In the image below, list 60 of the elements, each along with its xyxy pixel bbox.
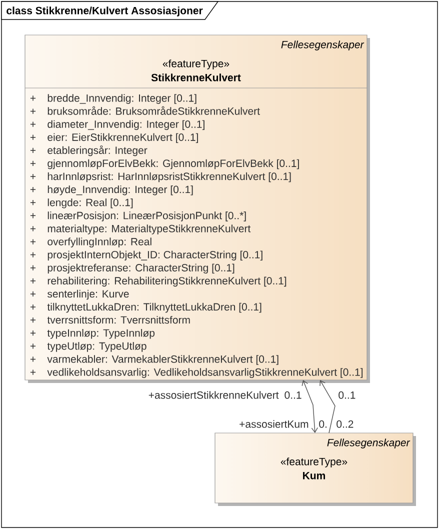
attribute-text: bredde_Innvendig: Integer [0..1] (48, 94, 196, 104)
visibility-marker: + (30, 200, 36, 206)
visibility-marker: + (30, 370, 36, 375)
attribute-text: høyde_Innvendig: Integer [0..1] (48, 185, 193, 196)
attribute-text: overfyllingInnløp: Real (48, 238, 152, 248)
visibility-marker: + (30, 134, 36, 140)
class-box (24, 34, 370, 383)
attribute-text: tverrsnittsform: Tverrsnittsform (47, 316, 190, 324)
attribute-text: lengde: Real [0..1] (48, 198, 133, 208)
attribute-text: bruksområde: BruksområdeStikkrenneKulvert (48, 106, 260, 115)
association-line (302, 380, 318, 433)
visibility-marker: + (30, 148, 36, 153)
attribute-text: etableringsår: Integer (48, 145, 148, 156)
visibility-marker: + (30, 239, 36, 244)
attribute-text: varmekabler: VarmekablerStikkrenneKulvert [0..1] (47, 355, 278, 365)
visibility-marker: + (30, 291, 36, 297)
package-name: Fellesegenskaper (327, 438, 410, 448)
visibility-marker: + (30, 265, 36, 270)
visibility-marker: + (30, 108, 36, 114)
role-name: +assosiertKum (240, 420, 308, 428)
association-line (320, 380, 336, 434)
visibility-marker: + (30, 226, 36, 232)
visibility-marker: + (30, 330, 36, 336)
attribute-text: lineærPosisjon: LineærPosisjonPunkt [0..*] (48, 212, 246, 222)
stereotype: «featureType» (280, 458, 348, 468)
attribute-text: eier: EierStikkrenneKulvert [0..1] (48, 133, 198, 144)
attribute-text: senterlinje: Kurve (48, 290, 129, 300)
attribute-text: diameter_Innvendig: Integer [0..1] (48, 120, 204, 130)
visibility-marker: + (30, 122, 36, 127)
visibility-marker: + (30, 213, 36, 218)
attribute-text: harInnløpsrist: HarInnløpsristStikkrenneKulvert [0..1] (48, 172, 291, 182)
class-box (214, 432, 416, 506)
attribute-text: prosjektInternObjekt_ID: CharacterString [0..1] (48, 250, 262, 260)
package-name: Fellesegenskaper (281, 40, 364, 50)
attribute-text: prosjektreferanse: CharacterString [0..1] (48, 264, 234, 274)
visibility-marker: + (30, 252, 36, 258)
attribute-text: typeUtløp: TypeUtløp (47, 342, 146, 352)
visibility-marker: + (30, 344, 36, 349)
multiplicity: 0..1 (338, 391, 356, 399)
visibility-marker: + (30, 318, 36, 323)
stereotype: «featureType» (162, 60, 230, 70)
attribute-text: materialtype: MaterialtypeStikkrenneKulvert (48, 224, 251, 234)
visibility-marker: + (30, 160, 36, 166)
multiplicity: 0..1 (284, 391, 302, 399)
multiplicity: 0. (319, 420, 326, 428)
visibility-marker: + (30, 96, 36, 101)
attribute-text: tilknyttetLukkaDren: TilknyttetLukkaDren [0..1] (47, 302, 262, 313)
visibility-marker: + (30, 187, 36, 192)
title-tab: class Stikkrenne/Kulvert Assosiasjoner (1, 1, 219, 20)
visibility-marker: + (30, 174, 36, 180)
class-name: Kum (303, 472, 325, 480)
visibility-marker: + (30, 278, 36, 284)
attribute-text: rehabilitering: RehabiliteringStikkrenneKulvert [0..1] (48, 276, 286, 287)
attribute-text: vedlikeholdsansvarlig: VedlikeholdsansvarligStikkrenneKulvert [0..1] (47, 368, 363, 378)
class-name: StikkrenneKulvert (151, 74, 241, 82)
attribute-text: typeInnløp: TypeInnløp (47, 329, 155, 339)
visibility-marker: + (30, 356, 36, 362)
multiplicity: 0..2 (336, 420, 354, 428)
attribute-text: gjennomløpForElvBekk: GjennomløpForElvBekk [0..1] (48, 159, 299, 170)
visibility-marker: + (30, 304, 36, 310)
